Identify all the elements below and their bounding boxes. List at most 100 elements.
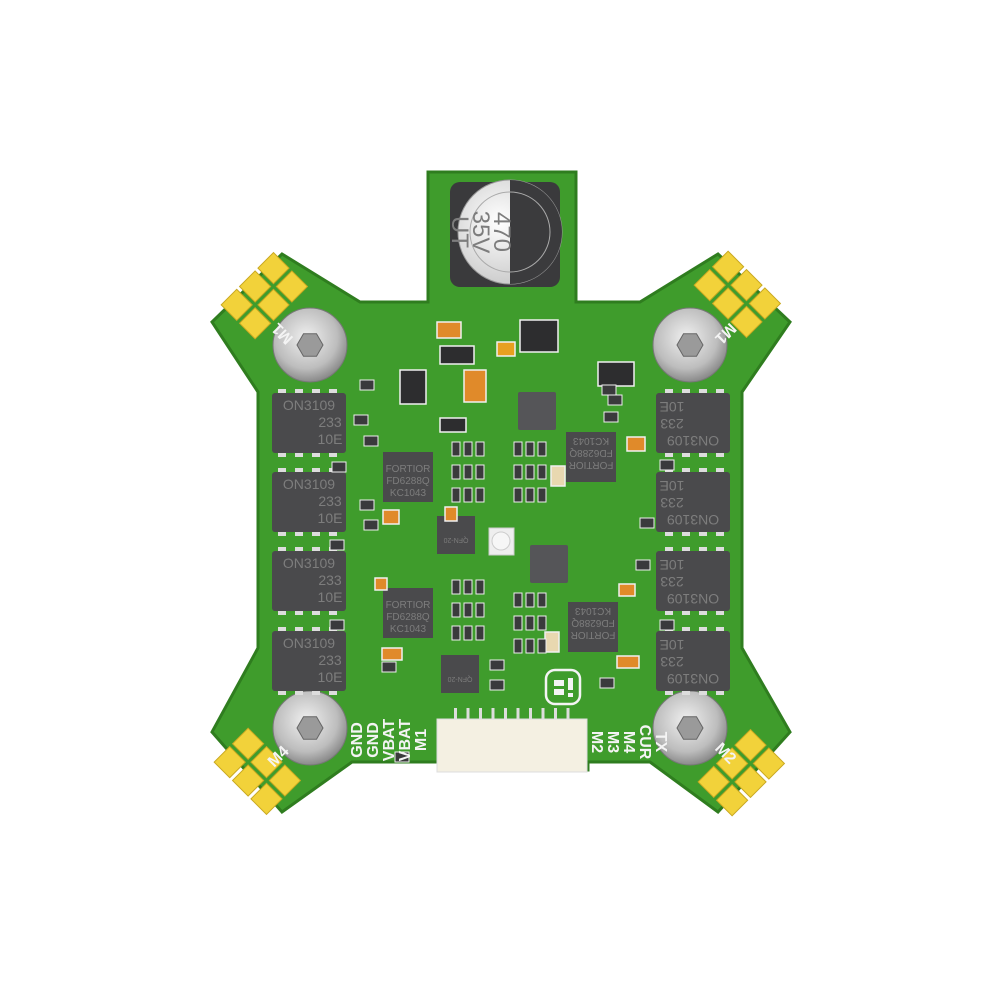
mosfet-label: 10E bbox=[660, 399, 685, 415]
mosfet-label: 233 bbox=[318, 572, 342, 588]
connector-label-left: VBAT bbox=[381, 719, 398, 762]
resistor bbox=[537, 441, 547, 457]
mosfet-label: 233 bbox=[660, 574, 684, 590]
motor-pad bbox=[257, 251, 290, 285]
driver-label: FORTIOR bbox=[386, 464, 431, 475]
small-component bbox=[329, 619, 345, 631]
smd-component bbox=[439, 417, 467, 433]
mosfet-pin bbox=[665, 453, 673, 457]
small-component bbox=[489, 679, 505, 691]
qfn-label: QFN-20 bbox=[443, 536, 468, 543]
mosfet-pin bbox=[278, 611, 286, 615]
small-component bbox=[603, 411, 619, 423]
motor-pad bbox=[697, 765, 730, 799]
smd-component bbox=[399, 369, 427, 405]
mosfet-pin bbox=[312, 627, 320, 631]
mosfet-pin bbox=[716, 468, 724, 472]
mosfet-label: ON3109 bbox=[283, 635, 335, 651]
smd-component bbox=[382, 509, 400, 525]
screw-hex-socket bbox=[296, 716, 324, 740]
small-component bbox=[639, 517, 655, 529]
connector-pin bbox=[454, 708, 457, 720]
connector-pin bbox=[516, 708, 520, 720]
smd-component bbox=[436, 321, 462, 339]
resistor bbox=[463, 602, 473, 618]
brand-logo bbox=[544, 668, 582, 706]
mosfet-body bbox=[272, 472, 346, 532]
driver-label: FORTIOR bbox=[569, 459, 614, 470]
resistor bbox=[451, 441, 461, 457]
driver-body bbox=[383, 588, 433, 638]
driver-label: FD6288Q bbox=[386, 476, 430, 487]
motor-pad bbox=[275, 270, 309, 303]
smd-component bbox=[550, 465, 566, 487]
smd-component bbox=[439, 345, 475, 365]
smd-component bbox=[616, 655, 640, 669]
mosfet-pin bbox=[312, 532, 320, 536]
mosfet-pin bbox=[682, 627, 690, 631]
mosfet-body bbox=[272, 631, 346, 691]
mosfet-pin bbox=[699, 547, 707, 551]
connector-label-right: CUR bbox=[636, 725, 653, 760]
driver-label: FD6288Q bbox=[386, 612, 430, 623]
mosfet-label: 233 bbox=[318, 414, 342, 430]
mcu-chip bbox=[518, 392, 556, 430]
mosfet-pin bbox=[278, 389, 286, 393]
mosfet-label: 10E bbox=[660, 557, 685, 573]
resistor bbox=[525, 592, 535, 608]
motor-pad bbox=[734, 728, 767, 762]
mosfet-pin bbox=[665, 691, 673, 695]
brand-logo-mark bbox=[568, 693, 573, 697]
mosfet-label: 233 bbox=[660, 495, 684, 511]
small-component bbox=[363, 519, 379, 531]
mosfet-pin bbox=[278, 532, 286, 536]
mosfet-body bbox=[656, 472, 730, 532]
mosfet-body bbox=[272, 393, 346, 453]
resistor bbox=[463, 487, 473, 503]
resistor bbox=[451, 625, 461, 641]
resistor bbox=[513, 441, 523, 457]
resistor bbox=[463, 441, 473, 457]
mosfet-label: ON3109 bbox=[667, 433, 719, 449]
mosfet-pin bbox=[278, 627, 286, 631]
mosfet-pin bbox=[295, 453, 303, 457]
motor-pad bbox=[213, 745, 246, 779]
screw-hex-socket bbox=[676, 333, 704, 357]
mosfet-pin bbox=[699, 532, 707, 536]
resistor bbox=[475, 441, 485, 457]
motor-pad bbox=[715, 784, 749, 817]
resistor bbox=[537, 464, 547, 480]
resistor bbox=[463, 464, 473, 480]
screw-hex-socket bbox=[676, 716, 704, 740]
resistor bbox=[463, 579, 473, 595]
capacitor-polarity-stripe bbox=[510, 180, 562, 284]
mosfet-label: 10E bbox=[318, 589, 343, 605]
small-component bbox=[394, 751, 410, 763]
mosfet-body bbox=[656, 551, 730, 611]
button-plunger bbox=[491, 531, 511, 551]
smd-component bbox=[444, 506, 458, 522]
smd-component bbox=[463, 369, 487, 403]
smd-component bbox=[381, 647, 403, 661]
resistor bbox=[475, 487, 485, 503]
motor-pad bbox=[730, 305, 763, 339]
small-component bbox=[635, 559, 651, 571]
mosfet-label: 233 bbox=[318, 493, 342, 509]
motor-pad bbox=[268, 764, 302, 797]
connector-label-left: GND bbox=[349, 722, 366, 758]
resistor bbox=[537, 487, 547, 503]
pcb-outline bbox=[210, 170, 792, 815]
connector-label-right: M3 bbox=[604, 731, 621, 753]
mosfet-pin bbox=[699, 691, 707, 695]
small-component bbox=[599, 677, 615, 689]
small-component bbox=[659, 619, 675, 631]
smd-component bbox=[597, 361, 635, 387]
mosfet-label: ON3109 bbox=[283, 397, 335, 413]
mosfet-label: 233 bbox=[660, 416, 684, 432]
capacitor-ring bbox=[469, 191, 551, 273]
jst-connector bbox=[436, 718, 588, 773]
